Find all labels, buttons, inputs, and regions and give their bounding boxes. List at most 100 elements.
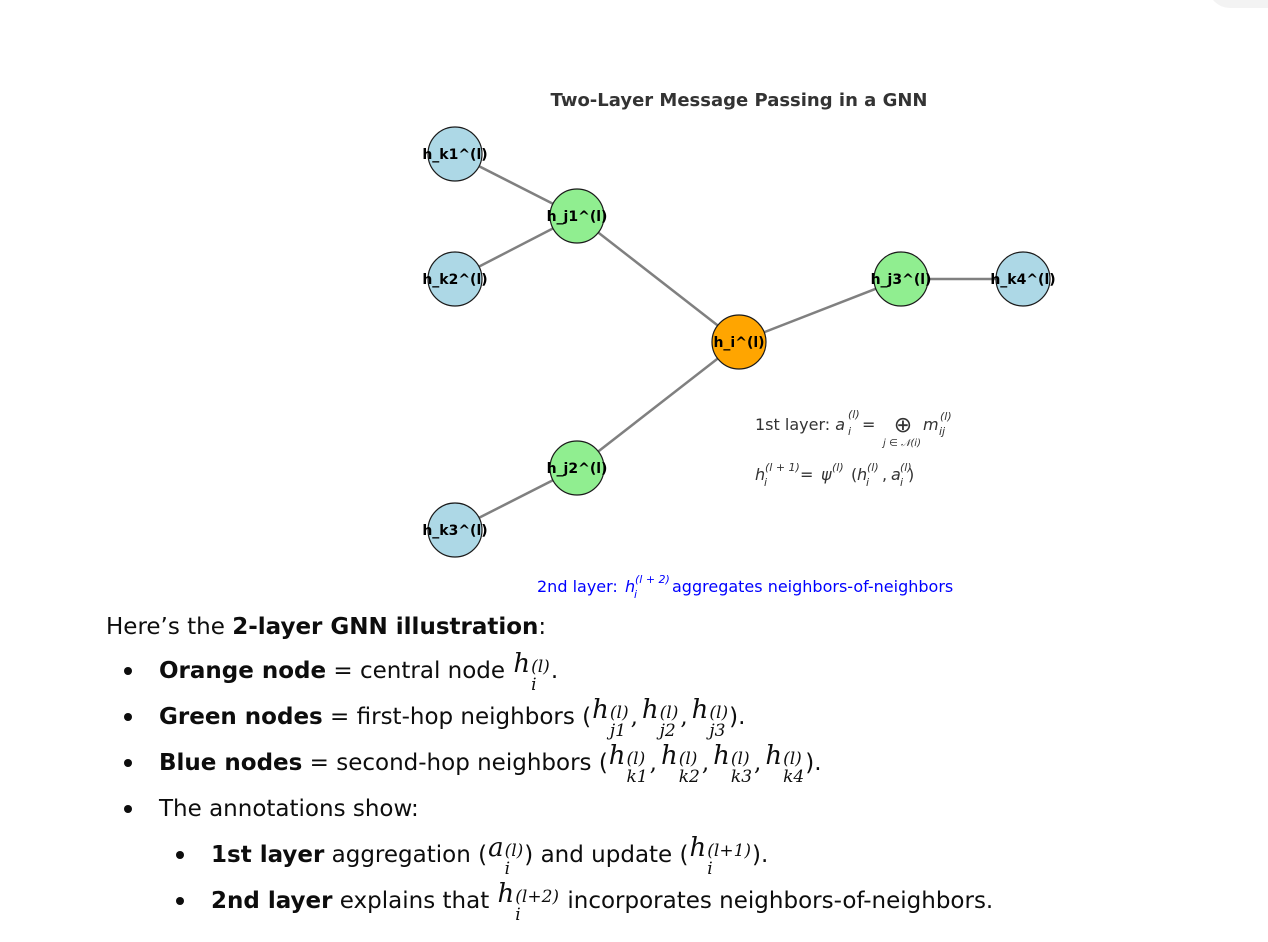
annotation-first-layer-prefix: 1st layer:	[755, 415, 835, 434]
node-hj1: h_j1^(l)	[547, 188, 608, 244]
annotation-update-close-paren: )	[908, 465, 914, 484]
math-h-j1: h(l)j1	[592, 694, 629, 741]
sub-bullet-first-bold: 1st layer	[211, 842, 325, 868]
top-right-corner-shape	[1208, 0, 1268, 8]
annotation-second-layer-superscript: (l + 2)	[635, 573, 670, 586]
node-label-hj3: h_j3^(l)	[871, 272, 932, 288]
annotation-update-psi: ψ	[821, 465, 832, 484]
gnn-diagram: Two-Layer Message Passing in a GNN h_k1^…	[422, 90, 1056, 601]
annotation-a-superscript: (l)	[848, 408, 860, 421]
bullet-annotations: The annotations show:	[106, 786, 1246, 832]
annotation-update-h2-superscript: (l)	[867, 461, 879, 474]
sub-bullet-second-end: incorporates neighbors-of-neighbors.	[560, 888, 994, 914]
svg-text:1st layer: a: 1st layer: a	[755, 415, 845, 434]
node-label-hk1: h_k1^(l)	[422, 147, 487, 163]
node-hj2: h_j2^(l)	[547, 440, 608, 496]
math-h-i: h(l)i	[513, 648, 550, 695]
nodes-layer: h_k1^(l) h_k2^(l) h_k3^(l) h_k4^(l) h_j1^(l)…	[422, 126, 1056, 558]
sub-bullet-first-layer: 1st layer aggregation (a(l)i) and update…	[106, 832, 1246, 878]
annotation-update-h2: h	[857, 465, 867, 484]
annotation-update-a-superscript: (l)	[900, 461, 912, 474]
annotation-oplus-subscript: j ∈ 𝒩(i)	[881, 438, 921, 449]
bullet-blue-nodes: Blue nodes = second-hop neighbors (h(l)k…	[106, 740, 1246, 786]
node-hk2: h_k2^(l)	[422, 251, 488, 307]
annotation-second-layer-subscript: i	[634, 588, 637, 601]
edge-hi-hj3	[738, 277, 902, 344]
bullet-orange-bold: Orange node	[159, 658, 327, 684]
math-h-k4: h(l)k4	[765, 740, 805, 787]
annotation-update: h (l + 1) i = ψ (l) ( h (l) i , a (l) i …	[755, 461, 914, 489]
sub-bullet-second-layer: 2nd layer explains that h(l+2)i incorpor…	[106, 878, 1246, 924]
annotation-second-layer-suffix: aggregates neighbors-of-neighbors	[672, 577, 953, 596]
node-hk4: h_k4^(l)	[990, 251, 1056, 307]
math-h-j2: h(l)j2	[641, 694, 679, 741]
sub-bullet-first-text: aggregation (	[324, 842, 488, 868]
node-circle-hj3	[873, 251, 929, 307]
node-circle-hi	[711, 314, 767, 370]
math-h-k1: h(l)k1	[608, 740, 648, 787]
annotation-m-subscript: ij	[939, 425, 946, 438]
math-h-k2: h(l)k2	[660, 740, 700, 787]
annotation-update-a-subscript: i	[900, 476, 903, 489]
annotation-update-open-paren: (	[851, 465, 857, 484]
annotation-update-h-subscript: i	[764, 476, 767, 489]
sub-bullet-first-end: ).	[752, 842, 769, 868]
node-hk3: h_k3^(l)	[422, 502, 488, 558]
sub-bullet-list: 1st layer aggregation (a(l)i) and update…	[106, 832, 1246, 924]
intro-text: Here’s the	[106, 614, 233, 640]
node-label-hi: h_i^(l)	[713, 335, 764, 351]
bullet-green-text: = first-hop neighbors (	[322, 704, 592, 730]
annotation-update-a: a	[891, 465, 901, 484]
annotation-first-layer: 1st layer: a (l) i = ⊕ j ∈ 𝒩(i) m (l) ij	[755, 408, 952, 449]
annotation-m-symbol: m	[923, 415, 939, 434]
node-hk1: h_k1^(l)	[422, 126, 488, 182]
annotation-a-symbol: a	[835, 415, 845, 434]
annotation-update-h-superscript: (l + 1)	[765, 461, 800, 474]
bullet-orange-node: Orange node = central node h(l)i.	[106, 648, 1246, 694]
sub-bullet-second-bold: 2nd layer	[211, 888, 333, 914]
node-label-hk3: h_k3^(l)	[422, 523, 487, 539]
annotation-first-equals: =	[862, 415, 875, 434]
bullet-blue-bold: Blue nodes	[159, 750, 303, 776]
node-label-hj1: h_j1^(l)	[547, 209, 608, 225]
node-circle-hj2	[549, 440, 605, 496]
explanation-text: Here’s the 2-layer GNN illustration: Ora…	[106, 612, 1246, 924]
annotation-a-subscript: i	[848, 425, 851, 438]
bullet-orange-end: .	[550, 658, 559, 684]
annotation-update-psi-superscript: (l)	[832, 461, 844, 474]
node-circle-hk1	[427, 126, 483, 182]
node-circle-hk3	[427, 502, 483, 558]
node-hj3: h_j3^(l)	[871, 251, 932, 307]
intro-bold: 2-layer GNN illustration	[232, 614, 539, 640]
annotation-update-comma: ,	[882, 465, 887, 484]
annotation-m-superscript: (l)	[940, 410, 952, 423]
node-circle-hj1	[549, 188, 605, 244]
bullet-annotations-text: The annotations show:	[159, 796, 419, 822]
oplus-icon: ⊕	[894, 413, 912, 438]
node-label-hj2: h_j2^(l)	[547, 461, 608, 477]
node-label-hk2: h_k2^(l)	[422, 272, 487, 288]
annotation-update-equals: =	[800, 465, 813, 484]
sub-bullet-second-text: explains that	[332, 888, 497, 914]
diagram-title: Two-Layer Message Passing in a GNN	[551, 90, 928, 111]
edge-hj1-hi	[576, 215, 740, 343]
node-hi: h_i^(l)	[711, 314, 767, 370]
bullet-blue-end: ).	[805, 750, 822, 776]
annotation-second-layer-prefix: 2nd layer:	[537, 577, 618, 596]
bullet-blue-text: = second-hop neighbors (	[302, 750, 608, 776]
bullet-orange-text: = central node	[326, 658, 513, 684]
node-circle-hk4	[995, 251, 1051, 307]
annotation-update-h: h	[755, 465, 765, 484]
math-a-i: a(l)i	[488, 832, 524, 879]
annotation-second-layer-h: h	[625, 577, 635, 596]
annotation-second-layer: 2nd layer: h (l + 2) i aggregates neighb…	[537, 573, 953, 601]
edge-hj2-hi	[576, 341, 740, 469]
node-label-hk4: h_k4^(l)	[990, 272, 1055, 288]
annotation-update-h2-subscript: i	[866, 476, 869, 489]
node-circle-hk2	[427, 251, 483, 307]
intro-colon: :	[538, 614, 547, 640]
bullet-green-end: ).	[729, 704, 746, 730]
bullet-green-bold: Green nodes	[159, 704, 323, 730]
math-h-k3: h(l)k3	[713, 740, 753, 787]
math-h-i-l2: h(l+2)i	[497, 878, 560, 925]
